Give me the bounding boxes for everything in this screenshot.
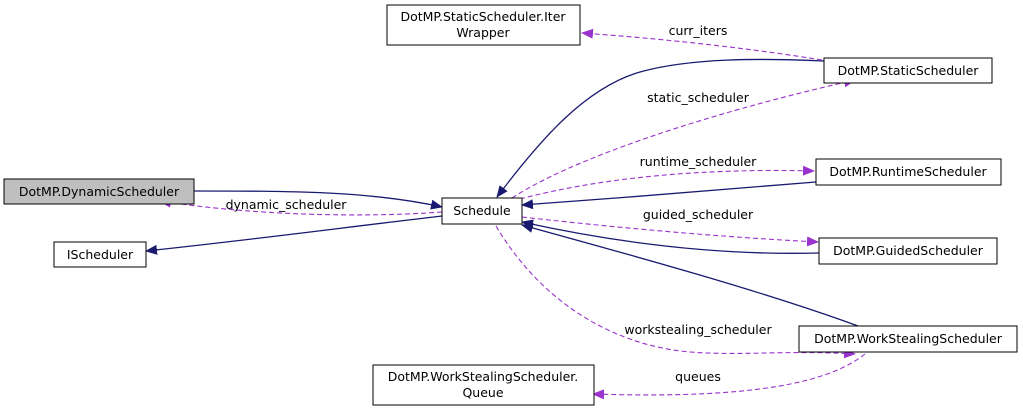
edge-queues-usage [592, 353, 866, 400]
node-workstealing-queue-line1: DotMP.WorkStealingScheduler. [388, 369, 579, 384]
node-workstealing-scheduler[interactable]: DotMP.WorkStealingScheduler [798, 325, 1018, 353]
node-runtime-scheduler-label: DotMP.RuntimeScheduler [829, 164, 987, 179]
edge-schedule-to-ischeduler [145, 215, 443, 255]
node-guided-scheduler-label: DotMP.GuidedScheduler [833, 243, 984, 258]
node-schedule[interactable]: Schedule [441, 197, 523, 225]
edge-label-curr-iters: curr_iters [669, 23, 728, 38]
edge-staticscheduler-to-schedule [496, 58, 825, 198]
edge-label-dynamic-scheduler: dynamic_scheduler [226, 197, 348, 212]
node-ischeduler-label: IScheduler [67, 247, 134, 262]
edge-label-guided-scheduler: guided_scheduler [643, 207, 754, 222]
node-iter-wrapper[interactable]: DotMP.StaticScheduler.Iter Wrapper [386, 4, 581, 46]
node-iter-wrapper-line1: DotMP.StaticScheduler.Iter [400, 9, 566, 24]
node-runtime-scheduler[interactable]: DotMP.RuntimeScheduler [815, 158, 1002, 186]
node-schedule-label: Schedule [453, 203, 511, 218]
node-guided-scheduler[interactable]: DotMP.GuidedScheduler [818, 237, 998, 265]
edge-guided-scheduler-usage [521, 216, 819, 247]
edge-workstealing-scheduler-usage [495, 225, 856, 359]
node-workstealing-queue-line2: Queue [462, 385, 503, 400]
edge-guidedscheduler-to-schedule [521, 219, 820, 254]
edge-dynamic-scheduler-usage [159, 197, 443, 216]
node-ischeduler[interactable]: IScheduler [53, 241, 147, 268]
edge-runtime-scheduler-usage [519, 165, 815, 200]
edge-label-queues: queues [675, 369, 721, 384]
node-iter-wrapper-line2: Wrapper [456, 25, 510, 40]
node-dynamic-scheduler[interactable]: DotMP.DynamicScheduler [3, 178, 195, 205]
edge-static-scheduler-usage [511, 77, 856, 199]
edge-runtimescheduler-to-schedule [521, 181, 817, 210]
edge-label-workstealing-scheduler: workstealing_scheduler [624, 322, 772, 337]
edge-workstealing-to-schedule [521, 223, 859, 327]
node-workstealing-scheduler-label: DotMP.WorkStealingScheduler [814, 331, 1003, 346]
node-static-scheduler[interactable]: DotMP.StaticScheduler [823, 57, 993, 84]
node-static-scheduler-label: DotMP.StaticScheduler [838, 63, 980, 78]
edge-curr-iters [581, 28, 823, 61]
node-dynamic-scheduler-label: DotMP.DynamicScheduler [19, 184, 180, 199]
edge-dynamicscheduler-to-schedule [193, 190, 443, 210]
edge-label-runtime-scheduler: runtime_scheduler [640, 154, 757, 169]
node-workstealing-queue[interactable]: DotMP.WorkStealingScheduler. Queue [372, 364, 595, 406]
edge-label-static-scheduler: static_scheduler [647, 90, 750, 105]
